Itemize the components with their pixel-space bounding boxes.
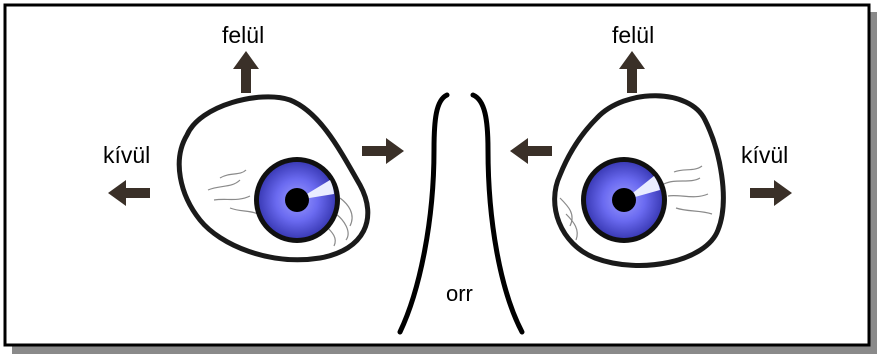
label-nose: orr <box>446 283 473 305</box>
label-up-left: felül <box>222 24 264 47</box>
label-outward-left: kívül <box>103 144 150 167</box>
label-outward-right: kívül <box>741 144 788 167</box>
frame-border <box>5 5 869 345</box>
label-up-right: felül <box>612 24 654 47</box>
